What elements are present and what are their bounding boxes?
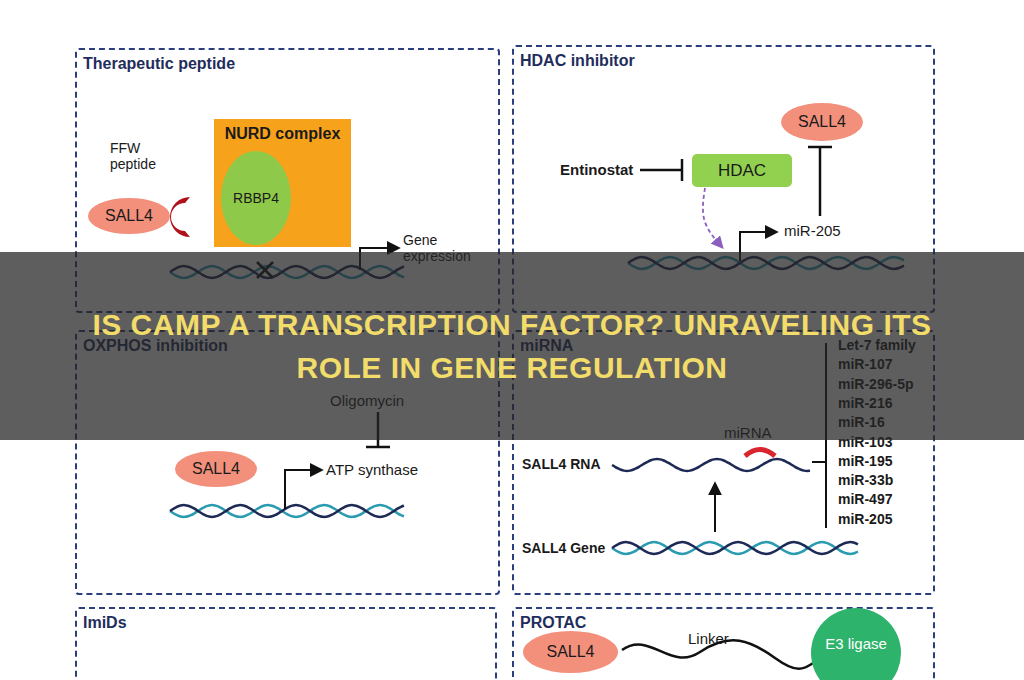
rna-strand [612, 459, 810, 471]
mirna-name: miR-497 [838, 491, 930, 507]
node-label: SALL4 [192, 460, 240, 478]
mirna-name: miR-195 [838, 453, 930, 469]
shape-fill [221, 151, 291, 245]
deacetylation-arrow [703, 188, 722, 247]
complex-box: NURD complexRBBP4 [214, 119, 351, 247]
shape-fill [175, 451, 257, 487]
protein-ellipse: SALL4 [174, 450, 258, 488]
shape-fill [523, 631, 618, 673]
panel-heading: HDAC inhibitor [520, 52, 635, 70]
panel-heading: Therapeutic peptide [83, 55, 235, 73]
title-banner: IS CAMP A TRANSCRIPTION FACTOR? UNRAVELI… [0, 252, 1024, 440]
annotation-label: miR-205 [784, 222, 846, 239]
transcription-arrow [285, 470, 321, 509]
inhibition-line [640, 169, 682, 172]
mirna-name: miR-205 [838, 511, 930, 527]
annotation-label: SALL4 Gene [522, 540, 610, 556]
annotation-label: ATP synthase [326, 461, 426, 478]
ligase-circle: E3 ligase [810, 607, 902, 680]
title: IS CAMP A TRANSCRIPTION FACTOR? UNRAVELI… [62, 303, 962, 390]
enzyme-box: HDAC [692, 154, 792, 187]
panel-heading: ImiDs [83, 614, 127, 632]
annotation-label: Linker [688, 630, 748, 647]
annotation-label: Entinostat [560, 161, 638, 178]
bracket [812, 461, 826, 463]
protein-ellipse: RBBP4 [220, 150, 292, 246]
transcription-arrow [714, 484, 716, 532]
node-label: SALL4 [546, 643, 594, 661]
node-label: HDAC [718, 161, 766, 181]
shape-fill [811, 608, 901, 680]
peptide-crescent [170, 197, 190, 237]
mirna-name: miR-33b [838, 472, 930, 488]
dna-strand [170, 505, 404, 517]
dna-strand [612, 542, 858, 554]
annotation-label: FFW peptide [110, 140, 172, 172]
shape-fill [88, 198, 170, 234]
annotation-label: SALL4 RNA [522, 456, 607, 472]
inhibition-line [819, 147, 822, 216]
shape-fill [781, 103, 863, 141]
mirna-strand [745, 450, 775, 457]
node-label: SALL4 [798, 113, 846, 131]
figure-panel: ImiDs [75, 607, 497, 680]
dna-strand [612, 542, 858, 554]
panel-heading: PROTAC [520, 614, 586, 632]
node-label: SALL4 [105, 207, 153, 225]
node-label: E3 ligase [825, 635, 887, 652]
protein-ellipse: SALL4 [522, 630, 619, 674]
protein-ellipse: SALL4 [780, 102, 864, 142]
node-label: NURD complex [225, 125, 341, 143]
dna-strand [170, 505, 404, 517]
protein-ellipse: SALL4 [87, 197, 171, 235]
node-label: RBBP4 [233, 190, 279, 206]
